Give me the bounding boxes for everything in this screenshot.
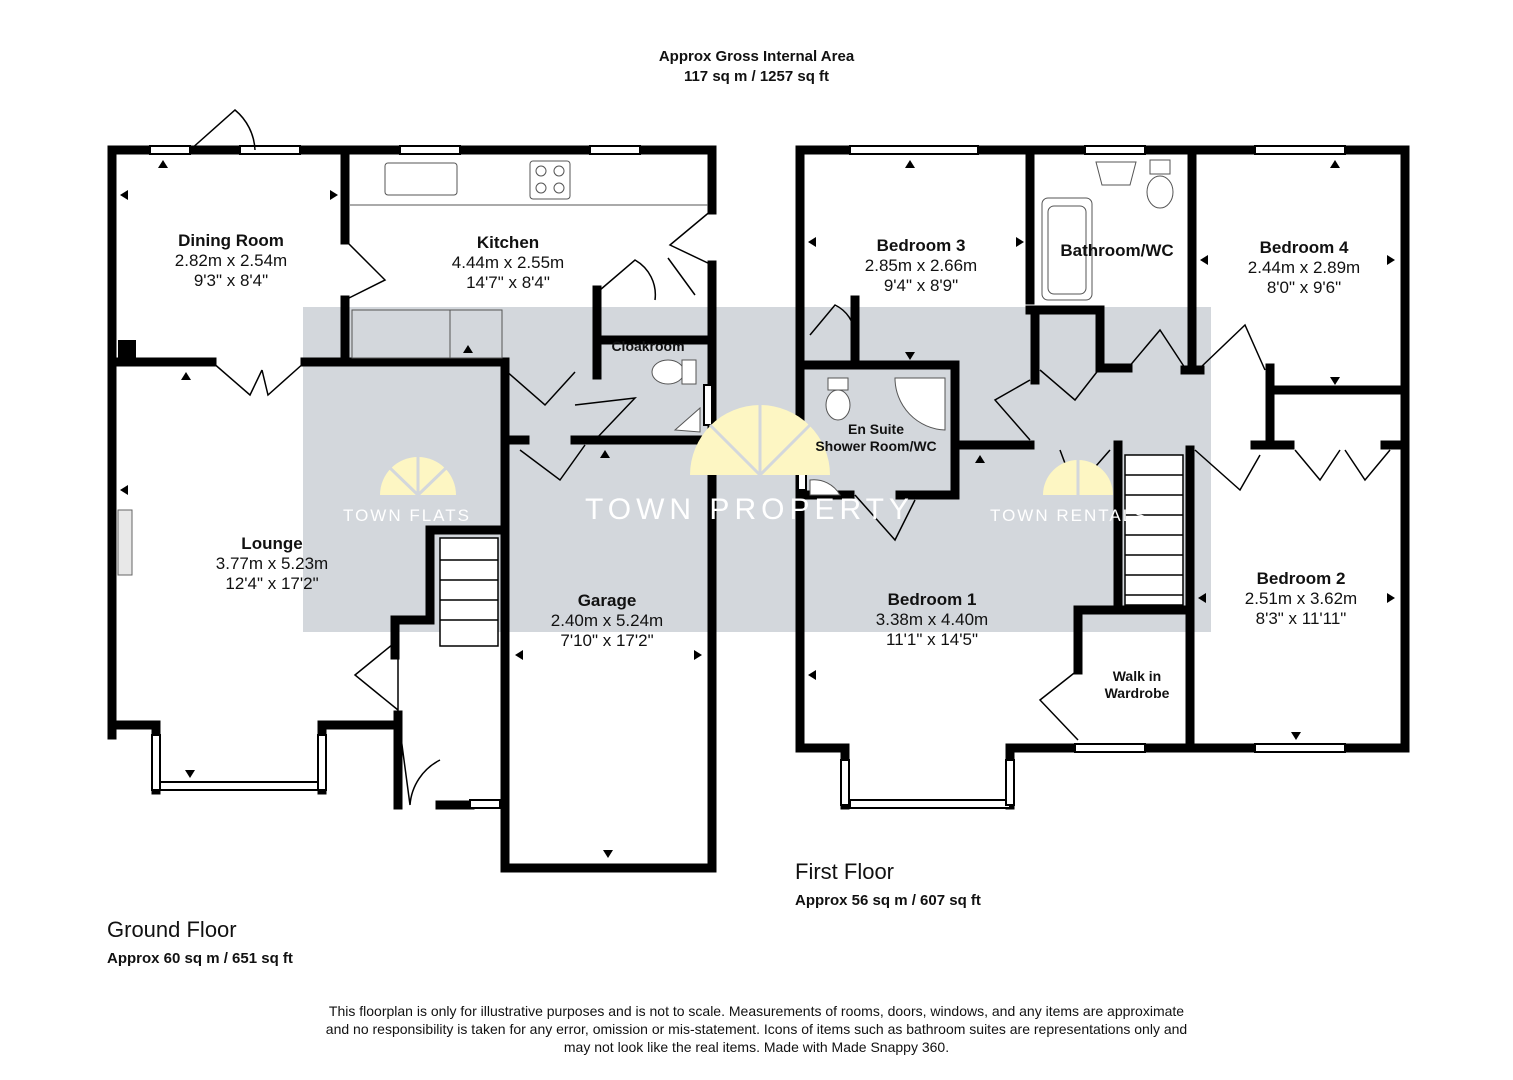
gross-area-value: 117 sq m / 1257 sq ft [683, 68, 830, 85]
room-metric: 2.82m x 2.54m [174, 251, 288, 270]
room-wardrobe: Walk in Wardrobe [1105, 668, 1170, 702]
room-lounge: Lounge 3.77m x 5.23m 12'4" x 17'2" [216, 534, 328, 594]
room-metric: 2.44m x 2.89m [1247, 258, 1361, 277]
room-cloakroom: Cloakroom [611, 338, 684, 355]
room-bedroom1: Bedroom 1 3.38m x 4.40m 11'1" x 14'5" [876, 590, 988, 650]
room-name: Dining Room [178, 231, 284, 250]
room-name: En Suite [847, 421, 904, 437]
pillar [118, 340, 136, 362]
room-bedroom2: Bedroom 2 2.51m x 3.62m 8'3" x 11'11" [1245, 569, 1357, 629]
room-imperial: 11'1" x 14'5" [886, 630, 978, 649]
watermark-town-flats: TOWN FLATS [343, 506, 471, 525]
room-bathroom: Bathroom/WC [1060, 241, 1173, 261]
room-name-line2: Shower Room/WC [815, 438, 937, 454]
room-imperial: 9'4" x 8'9" [883, 276, 959, 295]
room-bedroom3: Bedroom 3 2.85m x 2.66m 9'4" x 8'9" [865, 236, 977, 296]
ground-floor-title: Ground Floor [107, 917, 237, 942]
room-name: Bathroom/WC [1060, 241, 1174, 260]
dimension-markers [120, 160, 1395, 858]
room-metric: 2.40m x 5.24m [550, 611, 664, 630]
room-metric: 3.38m x 4.40m [875, 610, 989, 629]
watermark-town-property: TOWN PROPERTY [585, 493, 914, 526]
room-metric: 2.51m x 3.62m [1244, 589, 1358, 608]
ground-floor-area: Approx 60 sq m / 651 sq ft [107, 950, 293, 967]
gross-area-title: Approx Gross Internal Area [658, 48, 855, 65]
room-name: Garage [577, 591, 637, 610]
room-metric: 4.44m x 2.55m [451, 253, 565, 272]
watermark-sun-rays [388, 405, 1080, 497]
room-name: Bedroom 4 [1259, 238, 1349, 257]
room-name: Bedroom 1 [887, 590, 977, 609]
first-floor-area: Approx 56 sq m / 607 sq ft [795, 892, 981, 909]
disclaimer-line3: may not look like the real items. Made w… [563, 1039, 950, 1055]
ground-floor-walls [107, 145, 717, 873]
room-name: Cloakroom [611, 338, 685, 354]
fireplace [117, 509, 133, 576]
room-name: Kitchen [476, 233, 540, 252]
room-garage: Garage 2.40m x 5.24m 7'10" x 17'2" [551, 591, 663, 651]
room-imperial: 8'3" x 11'11" [1255, 609, 1347, 628]
first-stairs [1124, 454, 1184, 606]
room-kitchen: Kitchen 4.44m x 2.55m 14'7" x 8'4" [452, 233, 564, 293]
room-imperial: 12'4" x 17'2" [225, 574, 319, 593]
room-name-line2: Wardrobe [1104, 685, 1170, 701]
disclaimer-line1: This floorplan is only for illustrative … [328, 1003, 1185, 1019]
room-dining: Dining Room 2.82m x 2.54m 9'3" x 8'4" [175, 231, 287, 291]
room-imperial: 14'7" x 8'4" [466, 273, 550, 292]
kitchen-fittings [350, 160, 708, 359]
room-name: Bedroom 3 [876, 236, 966, 255]
room-imperial: 7'10" x 17'2" [560, 631, 654, 650]
bathroom-fittings [809, 159, 1174, 496]
room-name: Walk in [1112, 668, 1162, 684]
ground-floor-doors [189, 109, 713, 806]
cloakroom-fittings [651, 359, 701, 433]
room-metric: 2.85m x 2.66m [864, 256, 978, 275]
room-ensuite: En Suite Shower Room/WC [815, 421, 936, 455]
first-floor-title: First Floor [795, 859, 894, 884]
room-name: Lounge [241, 534, 303, 553]
room-bedroom4: Bedroom 4 2.44m x 2.89m 8'0" x 9'6" [1248, 238, 1360, 298]
room-imperial: 9'3" x 8'4" [193, 271, 269, 290]
ground-stairs [439, 537, 499, 647]
room-metric: 3.77m x 5.23m [215, 554, 329, 573]
disclaimer-line2: and no responsibility is taken for any e… [325, 1021, 1188, 1037]
ground-floor-windows [149, 145, 713, 809]
room-name: Bedroom 2 [1256, 569, 1346, 588]
watermark-town-rentals: TOWN RENTALS [990, 506, 1148, 525]
room-imperial: 8'0" x 9'6" [1266, 278, 1342, 297]
